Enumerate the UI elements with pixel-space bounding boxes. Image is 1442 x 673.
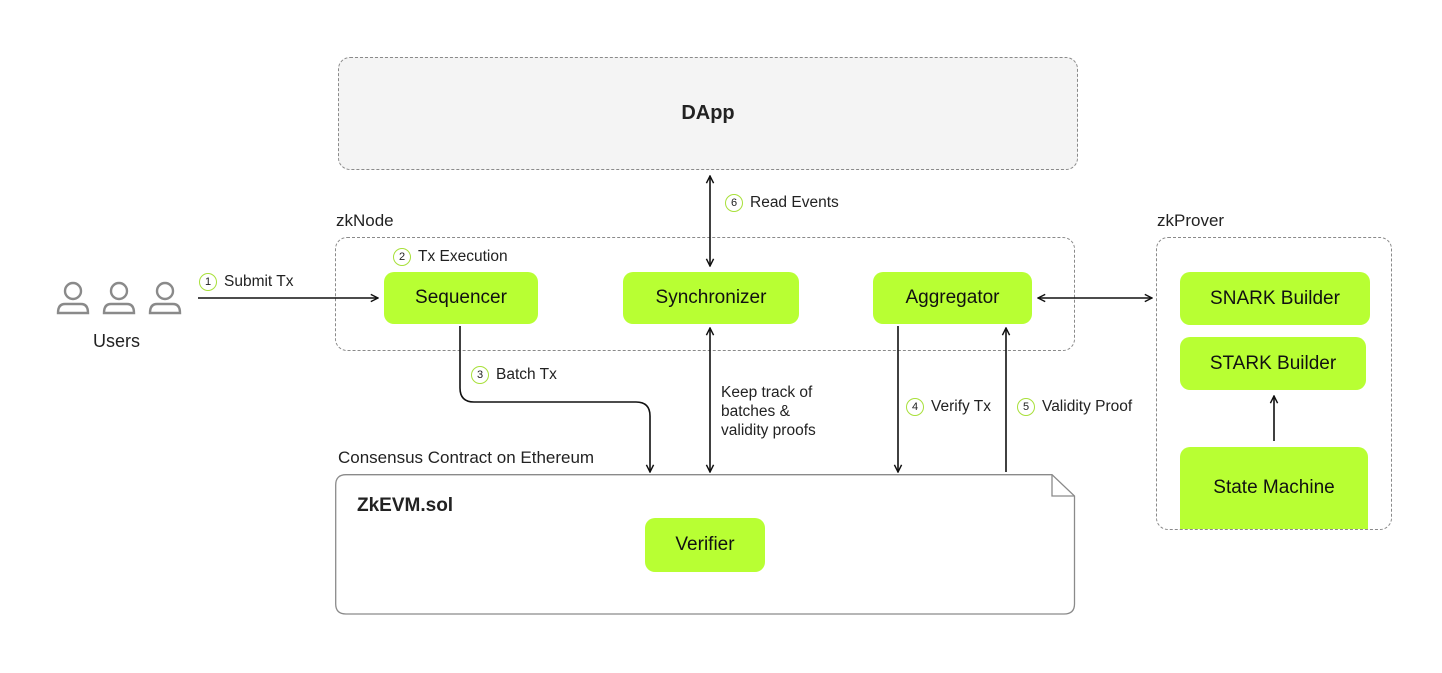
step-text: Batch Tx xyxy=(496,366,557,383)
aggregator-node: Aggregator xyxy=(873,272,1032,324)
step-text: Validity Proof xyxy=(1042,398,1133,415)
users-label: Users xyxy=(93,331,141,351)
step-number-badge: 3 xyxy=(471,366,489,384)
user-icon xyxy=(148,281,182,315)
batch-tx-arrow xyxy=(459,326,650,472)
stark-builder-node: STARK Builder xyxy=(1180,337,1366,390)
step-3-label: 3 Batch Tx xyxy=(471,366,557,384)
step-text: Submit Tx xyxy=(224,273,294,290)
user-icon xyxy=(56,281,90,315)
step-5-label: 5 Validity Proof xyxy=(1017,398,1132,416)
dapp-box: DApp xyxy=(338,57,1078,170)
step-text: Read Events xyxy=(750,194,839,211)
step-text: Verify Tx xyxy=(931,398,992,415)
contract-group-label: Consensus Contract on Ethereum xyxy=(338,448,595,467)
keep-track-label: Keep track of batches & validity proofs xyxy=(721,384,816,439)
step-number-badge: 1 xyxy=(199,273,217,291)
snark-builder-node: SNARK Builder xyxy=(1180,272,1370,325)
state-machine-node: State Machine xyxy=(1180,447,1368,529)
step-number-badge: 6 xyxy=(725,194,743,212)
step-number-badge: 2 xyxy=(393,248,411,266)
synchronizer-node: Synchronizer xyxy=(623,272,799,324)
contract-file-name: ZkEVM.sol xyxy=(357,495,454,516)
sequencer-node: Sequencer xyxy=(384,272,538,324)
zkprover-label: zkProver xyxy=(1157,211,1225,230)
verifier-node: Verifier xyxy=(645,518,765,572)
zknode-label: zkNode xyxy=(336,211,394,230)
step-1-label: 1 Submit Tx xyxy=(199,273,294,291)
step-4-label: 4 Verify Tx xyxy=(906,398,991,416)
step-2-label: 2 Tx Execution xyxy=(393,248,508,266)
step-number-badge: 4 xyxy=(906,398,924,416)
dapp-label: DApp xyxy=(681,102,735,124)
user-icon xyxy=(102,281,136,315)
users-group xyxy=(54,278,184,318)
step-number-badge: 5 xyxy=(1017,398,1035,416)
step-text: Tx Execution xyxy=(418,248,508,265)
step-6-label: 6 Read Events xyxy=(725,194,839,212)
zkprover-box xyxy=(1156,237,1392,530)
